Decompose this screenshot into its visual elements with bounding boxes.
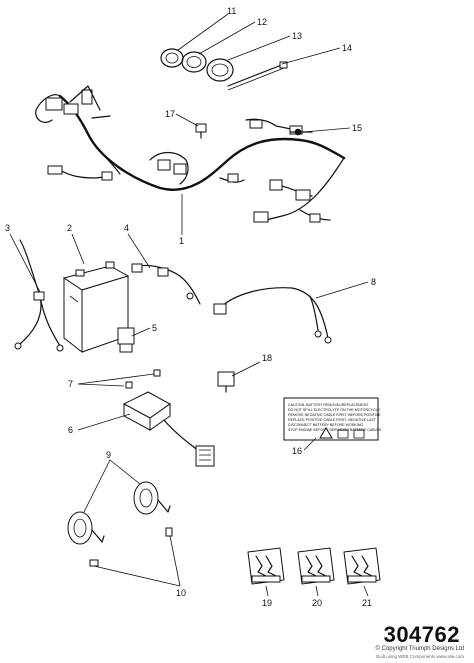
callout-13: 13	[292, 31, 302, 41]
copyright-text: © Copyright Triumph Designs Ltd	[375, 646, 464, 652]
warning-triangle-icon	[319, 427, 333, 439]
cable-tie-14-part	[227, 61, 288, 91]
callout-12: 12	[257, 17, 267, 27]
warning-line-6: STOP ENGINE BEFORE SERVICING BATTERY CAB…	[288, 428, 382, 432]
callout-1: 1	[179, 236, 184, 246]
warning-line-2: DO NOT SPILL ELECTROLYTE ON THE MOTORCYC…	[288, 408, 381, 412]
callout-7: 7	[68, 379, 73, 389]
clip-13-part	[206, 58, 234, 82]
copyright-subtext: Built using WEB Components www.site.com	[376, 654, 464, 659]
callout-14: 14	[342, 43, 352, 53]
warning-line-5: DISCONNECT BATTERY BEFORE WORKING	[288, 423, 363, 427]
screw-17-part	[195, 123, 207, 139]
callout-9: 9	[106, 450, 111, 460]
callout-11: 11	[227, 6, 236, 16]
callout-2: 2	[67, 223, 72, 233]
clip-11-part	[160, 48, 184, 68]
main-wiring-harness-1	[35, 85, 346, 223]
relay-5-part	[117, 327, 135, 353]
callout-18: 18	[262, 353, 272, 363]
callout-15: 15	[352, 123, 362, 133]
battery-lead-3-part	[14, 239, 64, 352]
copyright-notice: © Copyright Triumph Designs Ltd Built us…	[376, 646, 464, 660]
callout-19: 19	[262, 598, 272, 608]
horn-9b-part	[133, 481, 171, 515]
fuse-box-21-part	[343, 547, 381, 585]
callout-17: 17	[165, 109, 175, 119]
callout-6: 6	[68, 425, 73, 435]
book-icon	[337, 429, 349, 439]
warning-label-16-part: CAUTION: BATTERY REMOVAL/REPLACEMENT DO …	[283, 397, 382, 441]
callout-3: 3	[5, 223, 10, 233]
callout-16: 16	[292, 446, 302, 456]
warning-line-1: CAUTION: BATTERY REMOVAL/REPLACEMENT	[288, 403, 369, 407]
bolts-10-part	[89, 527, 173, 567]
battery-icon	[353, 429, 365, 439]
callout-4: 4	[124, 223, 129, 233]
fuse-box-20-part	[297, 547, 335, 585]
callout-21: 21	[362, 598, 372, 608]
callout-20: 20	[312, 598, 322, 608]
callout-10: 10	[176, 588, 186, 598]
flasher-unit-6-part	[122, 391, 215, 467]
callout-5: 5	[152, 323, 157, 333]
callout-8: 8	[371, 277, 376, 287]
clip-12-part	[181, 51, 207, 73]
battery-2-part	[62, 261, 130, 354]
fuse-box-19-part	[247, 547, 285, 585]
warning-line-3: REMOVE NEGATIVE CABLE FIRST, BEFORE POSI…	[288, 413, 381, 417]
warning-line-4: REPLACE POSITIVE CABLE FIRST, NEGATIVE L…	[288, 418, 377, 422]
diagram-reference-number: 304762	[383, 622, 460, 647]
lead-8-part	[213, 287, 332, 344]
lead-4-part	[131, 263, 201, 305]
relay-18-part	[217, 371, 235, 393]
screws-7-part	[125, 369, 161, 389]
horn-9a-part	[67, 511, 105, 545]
